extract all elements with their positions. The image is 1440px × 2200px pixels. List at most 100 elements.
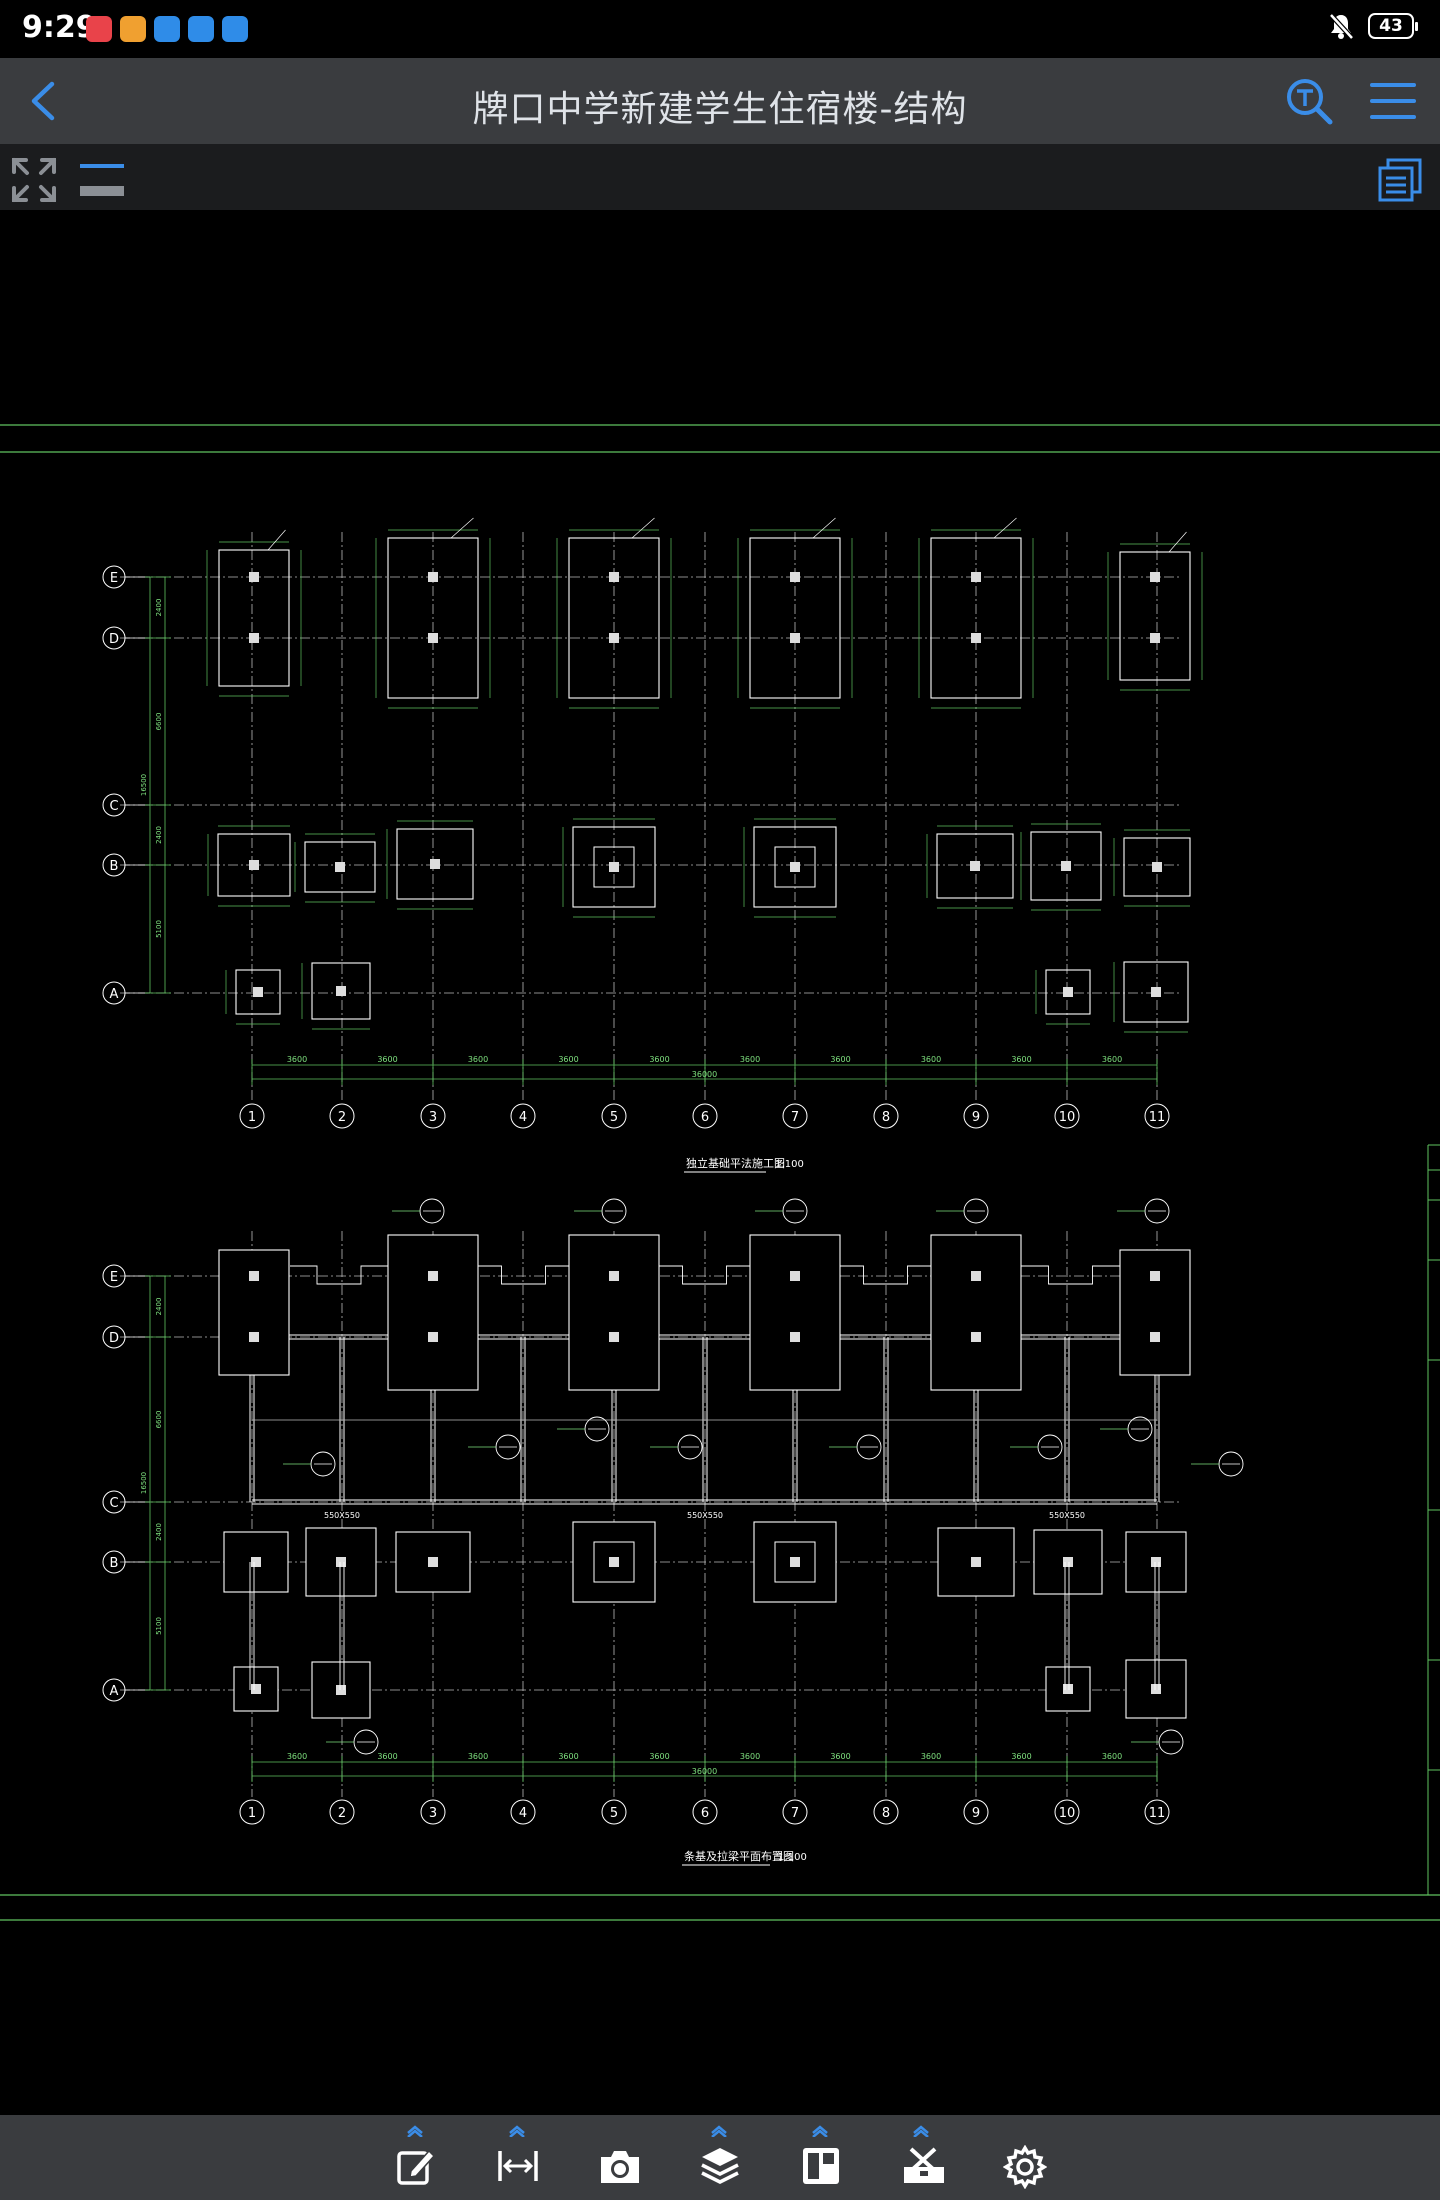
grid-bubble-col	[329, 1799, 355, 1825]
grid-bubble-col	[420, 1103, 446, 1129]
footing-E-D	[387, 537, 479, 699]
grid-label-col: 1	[248, 1806, 256, 1821]
grid-bubble-col	[329, 1103, 355, 1129]
footing-E-D	[1119, 551, 1191, 681]
column-pier	[335, 862, 345, 872]
grid-label-col: 5	[610, 1806, 618, 1821]
grid-label-row: E	[110, 1270, 118, 1285]
text-search-icon	[1287, 79, 1333, 125]
footing-E-D	[749, 537, 841, 699]
grid-label-row: A	[110, 987, 119, 1002]
column-pier	[790, 862, 800, 872]
grid-label-row: D	[109, 1331, 119, 1346]
battery-indicator: 43	[1368, 13, 1418, 39]
footing-B	[396, 828, 474, 900]
column-pier	[428, 633, 438, 643]
column-pier	[1063, 1557, 1073, 1567]
menu-button[interactable]	[1368, 76, 1418, 126]
grid-bubble-col	[782, 1799, 808, 1825]
dimension-total-label: 36000	[692, 1767, 717, 1776]
dimension-row-label: 2400	[155, 826, 163, 844]
beam-label: 550X550	[1049, 1511, 1085, 1520]
column-pier	[609, 572, 619, 582]
grid-label-row: C	[109, 1496, 118, 1511]
dimension-row-label: 6600	[155, 713, 163, 731]
footing-B	[753, 826, 837, 908]
grid-bubble-col	[510, 1103, 536, 1129]
grid-bubble-col	[239, 1103, 265, 1129]
column-pier	[790, 1271, 800, 1281]
grid-label-row: E	[110, 571, 118, 586]
app-icon-3	[154, 16, 180, 42]
grid-bubble-col	[239, 1799, 265, 1825]
chevron-up-icon	[509, 2125, 525, 2137]
column-pier	[1151, 1557, 1161, 1567]
column-pier	[428, 1557, 438, 1567]
grid-bubble-col	[1144, 1103, 1170, 1129]
toolbox-tool-button[interactable]	[891, 2123, 951, 2193]
camera-tool-button[interactable]	[587, 2123, 647, 2193]
column-pier	[1151, 1684, 1161, 1694]
chevron-up-icon	[407, 2125, 423, 2137]
grid-label-row: B	[110, 859, 119, 874]
footing-E-D	[218, 549, 290, 687]
column-pier	[609, 1332, 619, 1342]
measure-tool-button[interactable]	[487, 2123, 547, 2193]
column-pier	[609, 1557, 619, 1567]
footing-leader	[631, 517, 655, 539]
footing-E-D	[568, 1234, 660, 1391]
grid-label-col: 3	[429, 1806, 437, 1821]
footing-A	[1045, 969, 1091, 1015]
wall-footing	[659, 1265, 750, 1285]
column-pier	[971, 1332, 981, 1342]
dimension-row-label: 2400	[155, 599, 163, 617]
camera-icon	[601, 2151, 639, 2183]
grid-bubble-col	[601, 1799, 627, 1825]
footing-step	[774, 1541, 816, 1583]
grid-bubble-col	[873, 1799, 899, 1825]
fullscreen-button[interactable]	[10, 156, 58, 204]
grid-bubble-col	[420, 1799, 446, 1825]
grid-bubble-col	[782, 1103, 808, 1129]
app-icon-2	[120, 16, 146, 42]
column-pier	[790, 1557, 800, 1567]
dimension-span-label: 3600	[649, 1752, 669, 1761]
layout-panels-icon	[803, 2148, 839, 2184]
column-pier	[609, 633, 619, 643]
grid-label-col: 11	[1149, 1110, 1166, 1125]
line-weight-button[interactable]	[76, 158, 128, 202]
settings-tool-button[interactable]	[993, 2123, 1053, 2193]
column-pier	[251, 1684, 261, 1694]
measure-arrow-icon	[498, 2151, 538, 2181]
footing-E-D	[568, 537, 660, 699]
column-pier	[1063, 987, 1073, 997]
column-pier	[790, 572, 800, 582]
edit-tool-button[interactable]	[385, 2123, 445, 2193]
layers-tool-button[interactable]	[689, 2123, 749, 2193]
layout-list-button[interactable]	[1376, 156, 1424, 204]
dimension-span-label: 3600	[287, 1752, 307, 1761]
footing-E-D	[930, 537, 1022, 699]
dimension-span-label: 3600	[377, 1055, 397, 1064]
dimension-span-label: 3600	[740, 1752, 760, 1761]
wall-footing	[1021, 1265, 1120, 1285]
column-pier	[336, 1685, 346, 1695]
back-button[interactable]	[18, 74, 72, 128]
layout-tool-button[interactable]	[790, 2123, 850, 2193]
battery-level: 43	[1379, 16, 1403, 36]
text-search-button[interactable]	[1284, 76, 1334, 126]
grid-label-col: 3	[429, 1110, 437, 1125]
dimension-row-label: 5100	[155, 1617, 163, 1635]
toolbox-icon	[904, 2147, 944, 2183]
dimension-total-label: 36000	[692, 1070, 717, 1079]
grid-bubble-col	[963, 1799, 989, 1825]
chevron-left-icon	[31, 81, 55, 121]
app-icon-5	[222, 16, 248, 42]
beam-label: 550X550	[687, 1511, 723, 1520]
column-pier	[609, 1271, 619, 1281]
column-pier	[1150, 1332, 1160, 1342]
grid-label-col: 2	[338, 1110, 346, 1125]
